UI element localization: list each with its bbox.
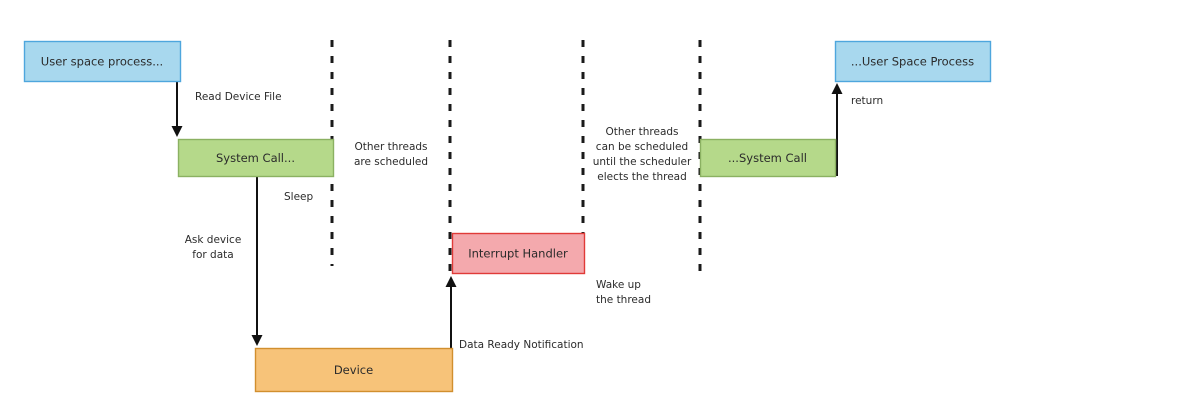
- user-space-process-end-rect: [834, 40, 992, 83]
- boxes-group: User space process... System Call... Devic…: [23, 40, 992, 393]
- node-system-call-start: System Call...: [177, 138, 335, 178]
- node-system-call-end: ...System Call: [699, 138, 837, 178]
- node-user-space-process-end: ...User Space Process: [834, 40, 992, 83]
- node-device: Device: [254, 347, 454, 393]
- system-call-start-rect: [177, 138, 335, 178]
- arrow-ask-device-for-data-head: [251, 335, 263, 346]
- system-call-end-label: ...System Call: [728, 151, 807, 165]
- user-space-process-start-label: User space process...: [41, 55, 163, 69]
- arrows-group: [171, 80, 843, 348]
- interrupt-handler-label: Interrupt Handler: [468, 247, 568, 261]
- user-space-process-start-rect: [23, 40, 182, 83]
- arrow-data-ready-notification-head: [445, 276, 457, 287]
- system-call-end-rect: [699, 138, 837, 178]
- device-label: Device: [334, 363, 373, 377]
- label-return: return: [851, 95, 883, 107]
- label-read-device-file: Read Device File: [195, 91, 282, 103]
- node-user-space-process-start: User space process...: [23, 40, 182, 83]
- arrow-return-head: [831, 83, 843, 94]
- system-call-start-label: System Call...: [216, 151, 295, 165]
- interrupt-handler-rect: [451, 232, 586, 275]
- node-interrupt-handler: Interrupt Handler: [451, 232, 586, 275]
- label-data-ready-notification: Data Ready Notification: [459, 339, 584, 351]
- label-sleep: Sleep: [284, 191, 314, 203]
- device-rect: [254, 347, 454, 393]
- arrow-read-device-file-head: [171, 126, 183, 137]
- user-space-process-end-label: ...User Space Process: [851, 55, 974, 69]
